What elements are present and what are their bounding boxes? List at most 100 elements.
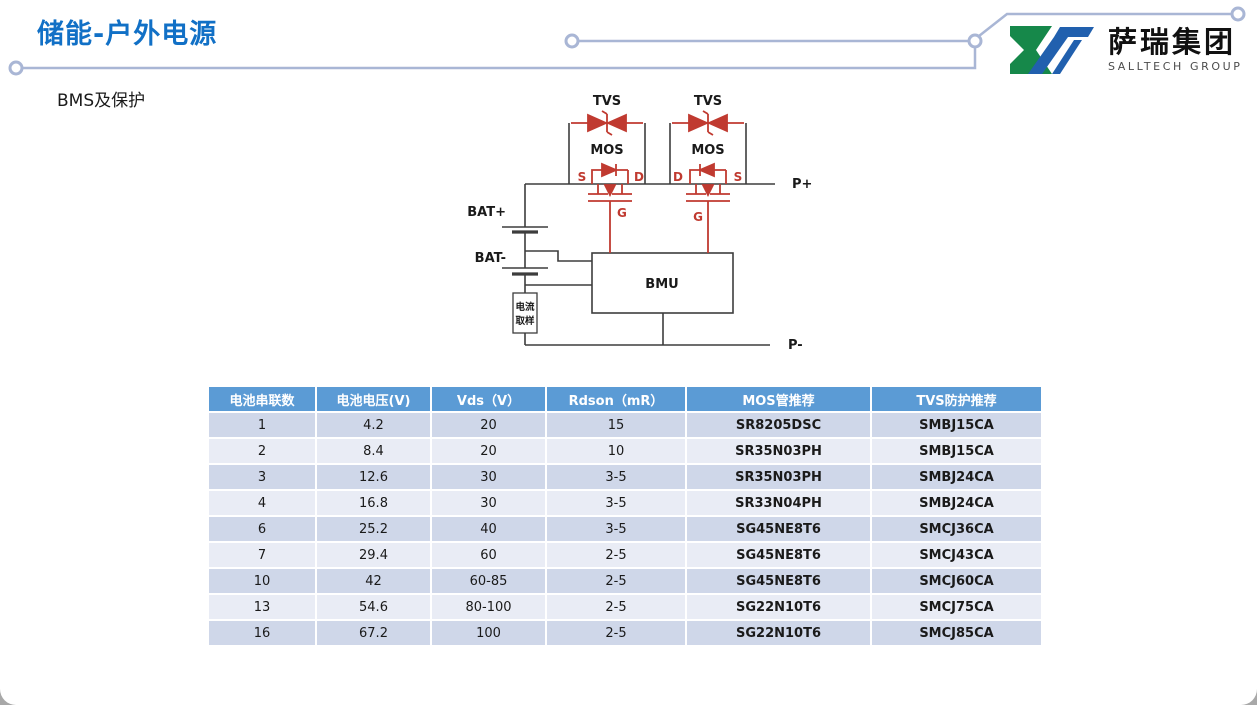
table-cell: 2-5 [547, 621, 685, 645]
table-cell: 3 [209, 465, 315, 489]
table-cell: 2-5 [547, 569, 685, 593]
p-minus-label: P- [788, 338, 803, 353]
table-cell: SMBJ24CA [872, 491, 1041, 515]
mos-right-s-label: S [734, 170, 743, 184]
table-cell: 16 [209, 621, 315, 645]
table-cell: SMCJ75CA [872, 595, 1041, 619]
table-cell: 2-5 [547, 595, 685, 619]
table-cell: 15 [547, 413, 685, 437]
table-cell: 67.2 [317, 621, 430, 645]
table-cell: SMCJ43CA [872, 543, 1041, 567]
decor-ring [564, 33, 580, 49]
table-cell: SMBJ24CA [872, 465, 1041, 489]
table-cell: SMCJ85CA [872, 621, 1041, 645]
current-sample-label-1: 电流 [515, 301, 535, 313]
table-cell: 80-100 [432, 595, 545, 619]
table-cell: 20 [432, 439, 545, 463]
table-cell: 60 [432, 543, 545, 567]
wire-bat-to-bmu-1 [525, 250, 592, 262]
col-header-tvs-recommend: TVS防护推荐 [872, 387, 1041, 411]
table-cell: 8.4 [317, 439, 430, 463]
decor-ring [1230, 6, 1246, 22]
table-cell: 12.6 [317, 465, 430, 489]
table-cell: 6 [209, 517, 315, 541]
decor-ring [8, 60, 24, 76]
company-logo: 萨瑞集团 SALLTECH GROUP [1008, 24, 1242, 76]
table-cell: 13 [209, 595, 315, 619]
recommendation-table-wrap: 电池串联数 电池电压(V) Vds（V） Rdson（mR） MOS管推荐 TV… [207, 385, 1043, 647]
col-header-rdson: Rdson（mR） [547, 387, 685, 411]
table-cell: 54.6 [317, 595, 430, 619]
table-cell: SG45NE8T6 [687, 517, 870, 541]
table-cell: SMCJ60CA [872, 569, 1041, 593]
table-cell: SG22N10T6 [687, 595, 870, 619]
current-sample-label-2: 取样 [515, 315, 535, 327]
table-header-row: 电池串联数 电池电压(V) Vds（V） Rdson（mR） MOS管推荐 TV… [209, 387, 1041, 411]
current-sample-box [512, 292, 538, 334]
bmu-label: BMU [645, 277, 678, 292]
table-cell: 3-5 [547, 465, 685, 489]
page-title: 储能-户外电源 [37, 19, 218, 50]
table-cell: SR35N03PH [687, 465, 870, 489]
table-cell: 25.2 [317, 517, 430, 541]
decor-corner-line [978, 12, 1232, 37]
table-cell: 1 [209, 413, 315, 437]
table-cell: 10 [547, 439, 685, 463]
mos-label-left: MOS [590, 143, 623, 158]
table-cell: SMCJ36CA [872, 517, 1041, 541]
col-header-battery-voltage: 电池电压(V) [317, 387, 430, 411]
table-cell: SR35N03PH [687, 439, 870, 463]
col-header-mos-recommend: MOS管推荐 [687, 387, 870, 411]
section-subtitle: BMS及保护 [57, 91, 146, 111]
mos-right-g-label: G [693, 210, 703, 224]
p-plus-label: P+ [792, 177, 812, 192]
mos-left-s-label: S [578, 170, 587, 184]
table-cell: 29.4 [317, 543, 430, 567]
tvs-diode-left [571, 110, 643, 136]
table-cell: 60-85 [432, 569, 545, 593]
mos-label-right: MOS [691, 143, 724, 158]
table-cell: 42 [317, 569, 430, 593]
table-cell: 10 [209, 569, 315, 593]
tvs-diode-right [672, 110, 744, 136]
bmu-box [591, 252, 734, 314]
table-cell: SG45NE8T6 [687, 543, 870, 567]
bms-circuit-diagram: TVS TVS MOS MOS BMU P+ P- BAT+ BAT- 电流 取… [467, 94, 812, 353]
table-cell: SMBJ15CA [872, 413, 1041, 437]
bat-minus-label: BAT- [475, 251, 506, 266]
mos-right-d-label: D [673, 170, 683, 184]
tvs-label-right: TVS [694, 94, 722, 109]
mosfet-right [686, 162, 730, 253]
table-cell: SG45NE8T6 [687, 569, 870, 593]
table-cell: 100 [432, 621, 545, 645]
table-cell: 2 [209, 439, 315, 463]
table-cell: 16.8 [317, 491, 430, 515]
table-cell: 4 [209, 491, 315, 515]
table-cell: SG22N10T6 [687, 621, 870, 645]
table-cell: 3-5 [547, 491, 685, 515]
col-header-vds: Vds（V） [432, 387, 545, 411]
decorative-trace-lines [8, 6, 1246, 76]
table-cell: SR33N04PH [687, 491, 870, 515]
table-cell: SR8205DSC [687, 413, 870, 437]
tvs-label-left: TVS [593, 94, 621, 109]
table-cell: SMBJ15CA [872, 439, 1041, 463]
logo-text: 萨瑞集团 SALLTECH GROUP [1108, 26, 1242, 73]
col-header-battery-series: 电池串联数 [209, 387, 315, 411]
logo-mark-icon [1010, 26, 1094, 74]
decor-ring [967, 33, 983, 49]
recommendation-table: 电池串联数 电池电压(V) Vds（V） Rdson（mR） MOS管推荐 TV… [207, 385, 1043, 647]
table-cell: 40 [432, 517, 545, 541]
mosfet-left [588, 162, 632, 253]
table-cell: 30 [432, 491, 545, 515]
